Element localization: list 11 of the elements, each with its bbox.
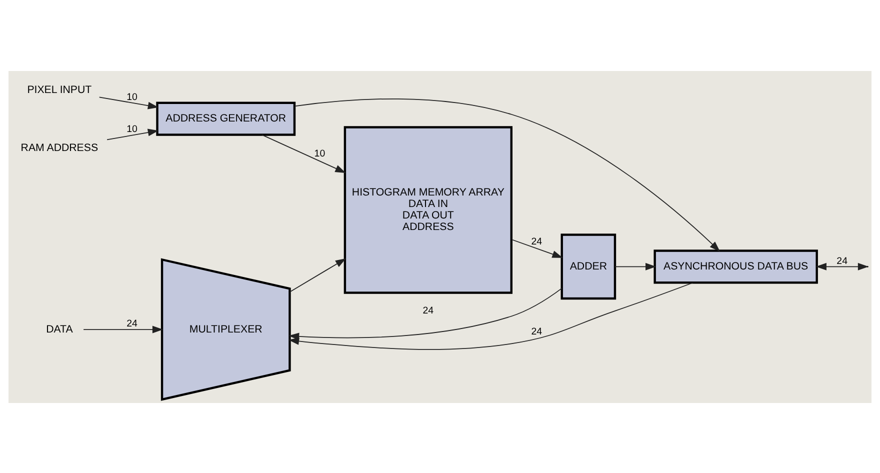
edge-label: 10: [314, 148, 326, 160]
edge-label: 10: [126, 92, 138, 103]
edge-label: 24: [836, 255, 848, 266]
edge-label: 10: [126, 123, 138, 134]
node-text: DATA: [46, 322, 73, 335]
edge-label: 24: [531, 236, 542, 247]
node-text: PIXEL INPUT: [27, 84, 92, 96]
node-text: RAM ADDRESS: [20, 141, 98, 154]
edge-label: 24: [422, 304, 434, 316]
edge-label: 24: [531, 326, 542, 338]
edge-label: 24: [126, 318, 138, 330]
